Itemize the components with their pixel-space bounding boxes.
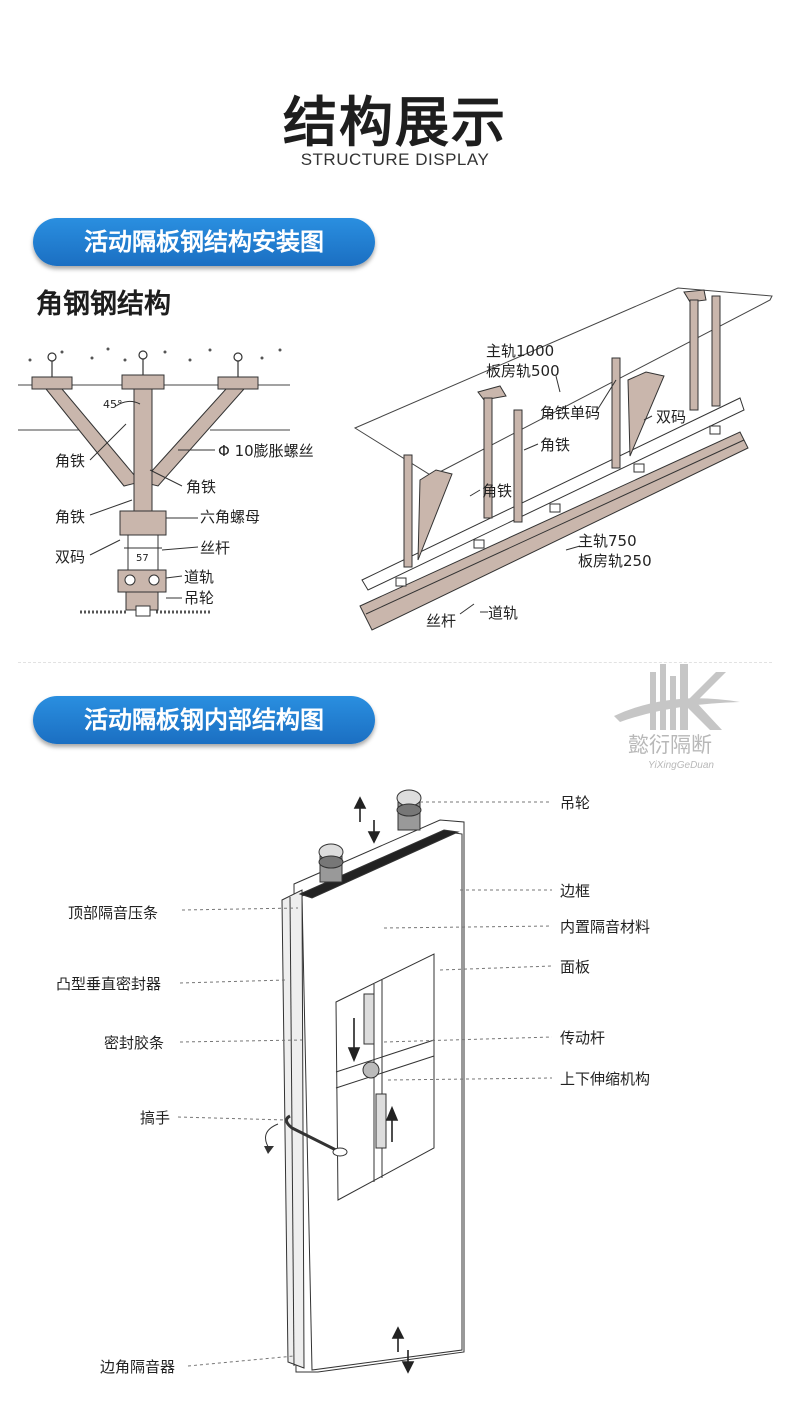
label-threaded-rod-right: 丝杆: [426, 612, 456, 630]
angle-hangers: [403, 289, 721, 568]
ceiling-texture: [28, 347, 282, 362]
label-angle-iron-1: 角铁: [55, 452, 85, 470]
label-telescopic-mechanism: 上下伸缩机构: [560, 1070, 650, 1088]
linkage-pivot: [362, 1061, 380, 1079]
label-board-rail-500: 板房轨500: [486, 362, 560, 380]
label-board-rail-250: 板房轨250: [578, 552, 652, 570]
label-top-seal-strip: 顶部隔音压条: [68, 904, 158, 922]
label-main-rail-1000: 主轨1000: [486, 342, 554, 360]
dimension-57: 57: [136, 553, 149, 564]
label-double-clamp-right: 双码: [656, 408, 686, 426]
label-seal-rubber: 密封胶条: [104, 1034, 164, 1052]
label-handle: 搞手: [140, 1109, 170, 1127]
label-panel: 面板: [560, 958, 590, 976]
label-corner-insulator: 边角隔音器: [100, 1358, 175, 1376]
section-divider: [18, 662, 772, 663]
label-angle-iron-right-1: 角铁: [540, 436, 570, 454]
section-pill-internal: 活动隔板钢内部结构图: [33, 696, 375, 744]
section-pill-installation: 活动隔板钢结构安装图: [33, 218, 375, 266]
label-track: 道轨: [184, 568, 214, 586]
label-angle-single-clamp: 角铁单码: [540, 404, 600, 422]
label-main-rail-750: 主轨750: [578, 532, 637, 550]
label-wheel: 吊轮: [184, 589, 214, 607]
watermark-latin: YiXingGeDuan: [648, 760, 714, 771]
label-frame: 边框: [560, 882, 590, 900]
label-double-clamp: 双码: [55, 548, 85, 566]
label-threaded-rod: 丝杆: [200, 539, 230, 557]
label-hanging-wheel: 吊轮: [560, 794, 590, 812]
page-title: 结构展示: [283, 91, 507, 154]
page-subtitle: STRUCTURE DISPLAY: [300, 150, 490, 169]
label-insulation-material: 内置隔音材料: [560, 918, 650, 936]
angle-steel-heading: 角钢钢结构: [36, 289, 171, 320]
label-angle-iron-right-2: 角铁: [482, 482, 512, 500]
label-vertical-sealer: 凸型垂直密封器: [56, 975, 161, 993]
motion-arrows: [353, 796, 415, 1374]
top-wheels: [318, 789, 422, 883]
double-clamp: [119, 510, 167, 536]
watermark-text: 懿衍隔断: [628, 733, 712, 757]
label-expansion-bolt: Φ 10膨胀螺丝: [218, 442, 314, 460]
label-angle-iron-3: 角铁: [55, 508, 85, 526]
angle-iron-beams: [44, 388, 246, 512]
label-track-right: 道轨: [488, 604, 518, 622]
label-angle-iron-2: 角铁: [186, 478, 216, 496]
label-hex-nut: 六角螺母: [200, 508, 260, 526]
label-drive-rod: 传动杆: [560, 1029, 605, 1047]
angle-label: 45°: [103, 398, 123, 411]
